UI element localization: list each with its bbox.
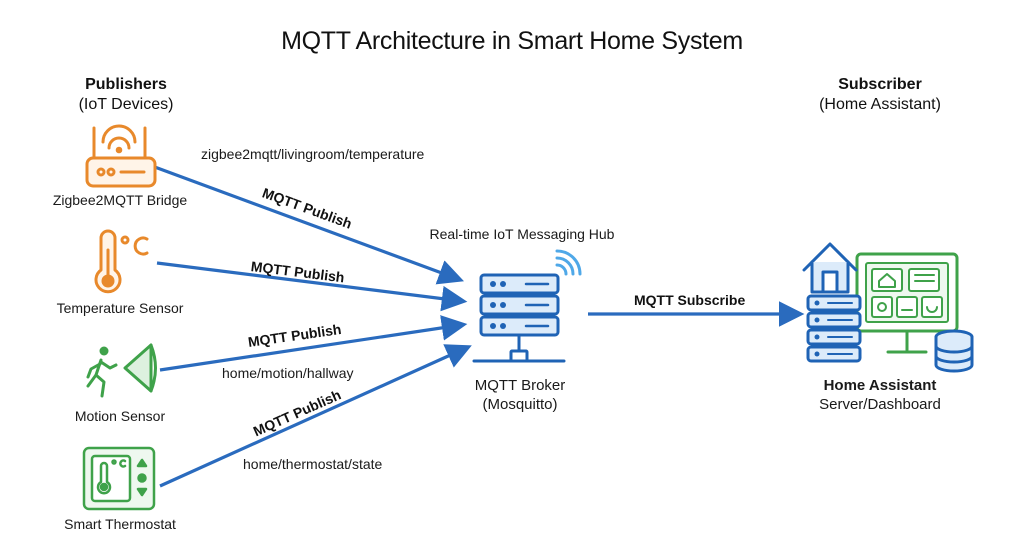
motion-sensor-icon: [86, 343, 157, 398]
subscriber-heading-line1: Subscriber: [838, 76, 922, 93]
topic-label-zigbee: zigbee2mqtt/livingroom/temperature: [201, 146, 425, 162]
topic-label-motion: home/motion/hallway: [222, 365, 354, 381]
subscriber-heading-line2: (Home Assistant): [819, 96, 941, 113]
publishers-heading: Publishers (IoT Devices): [46, 75, 206, 115]
publish-arrow-1: [151, 164, 465, 285]
broker-caption: Real-time IoT Messaging Hub: [429, 226, 615, 242]
publishers-heading-line1: Publishers: [85, 76, 167, 93]
topic-label-thermostat: home/thermostat/state: [243, 456, 383, 472]
broker-name: MQTT Broker: [474, 377, 566, 394]
edge-label-subscribe: MQTT Subscribe: [634, 292, 746, 308]
page-title: MQTT Architecture in Smart Home System: [281, 27, 743, 55]
thermometer-icon: [94, 229, 149, 294]
router-icon: [85, 124, 157, 188]
home-assistant-subname: Server/Dashboard: [819, 396, 941, 413]
publishers-heading-line2: (IoT Devices): [78, 96, 174, 113]
device-label-smart-thermostat: Smart Thermostat: [64, 516, 176, 532]
dashboard-icon: [802, 242, 974, 373]
thermostat-icon: [82, 446, 156, 511]
broker-subname: (Mosquitto): [482, 396, 558, 413]
server-icon: [472, 249, 582, 363]
publish-arrow-3: [159, 315, 468, 372]
publish-arrow-2: [156, 261, 468, 312]
publish-arrow-4: [159, 344, 472, 488]
subscriber-heading: Subscriber (Home Assistant): [790, 75, 970, 115]
home-assistant-name: Home Assistant: [823, 377, 937, 394]
device-label-motion-sensor: Motion Sensor: [74, 408, 166, 424]
device-label-temperature-sensor: Temperature Sensor: [56, 300, 184, 316]
publish-arrows: [151, 164, 472, 488]
device-label-zigbee-bridge: Zigbee2MQTT Bridge: [52, 192, 188, 208]
